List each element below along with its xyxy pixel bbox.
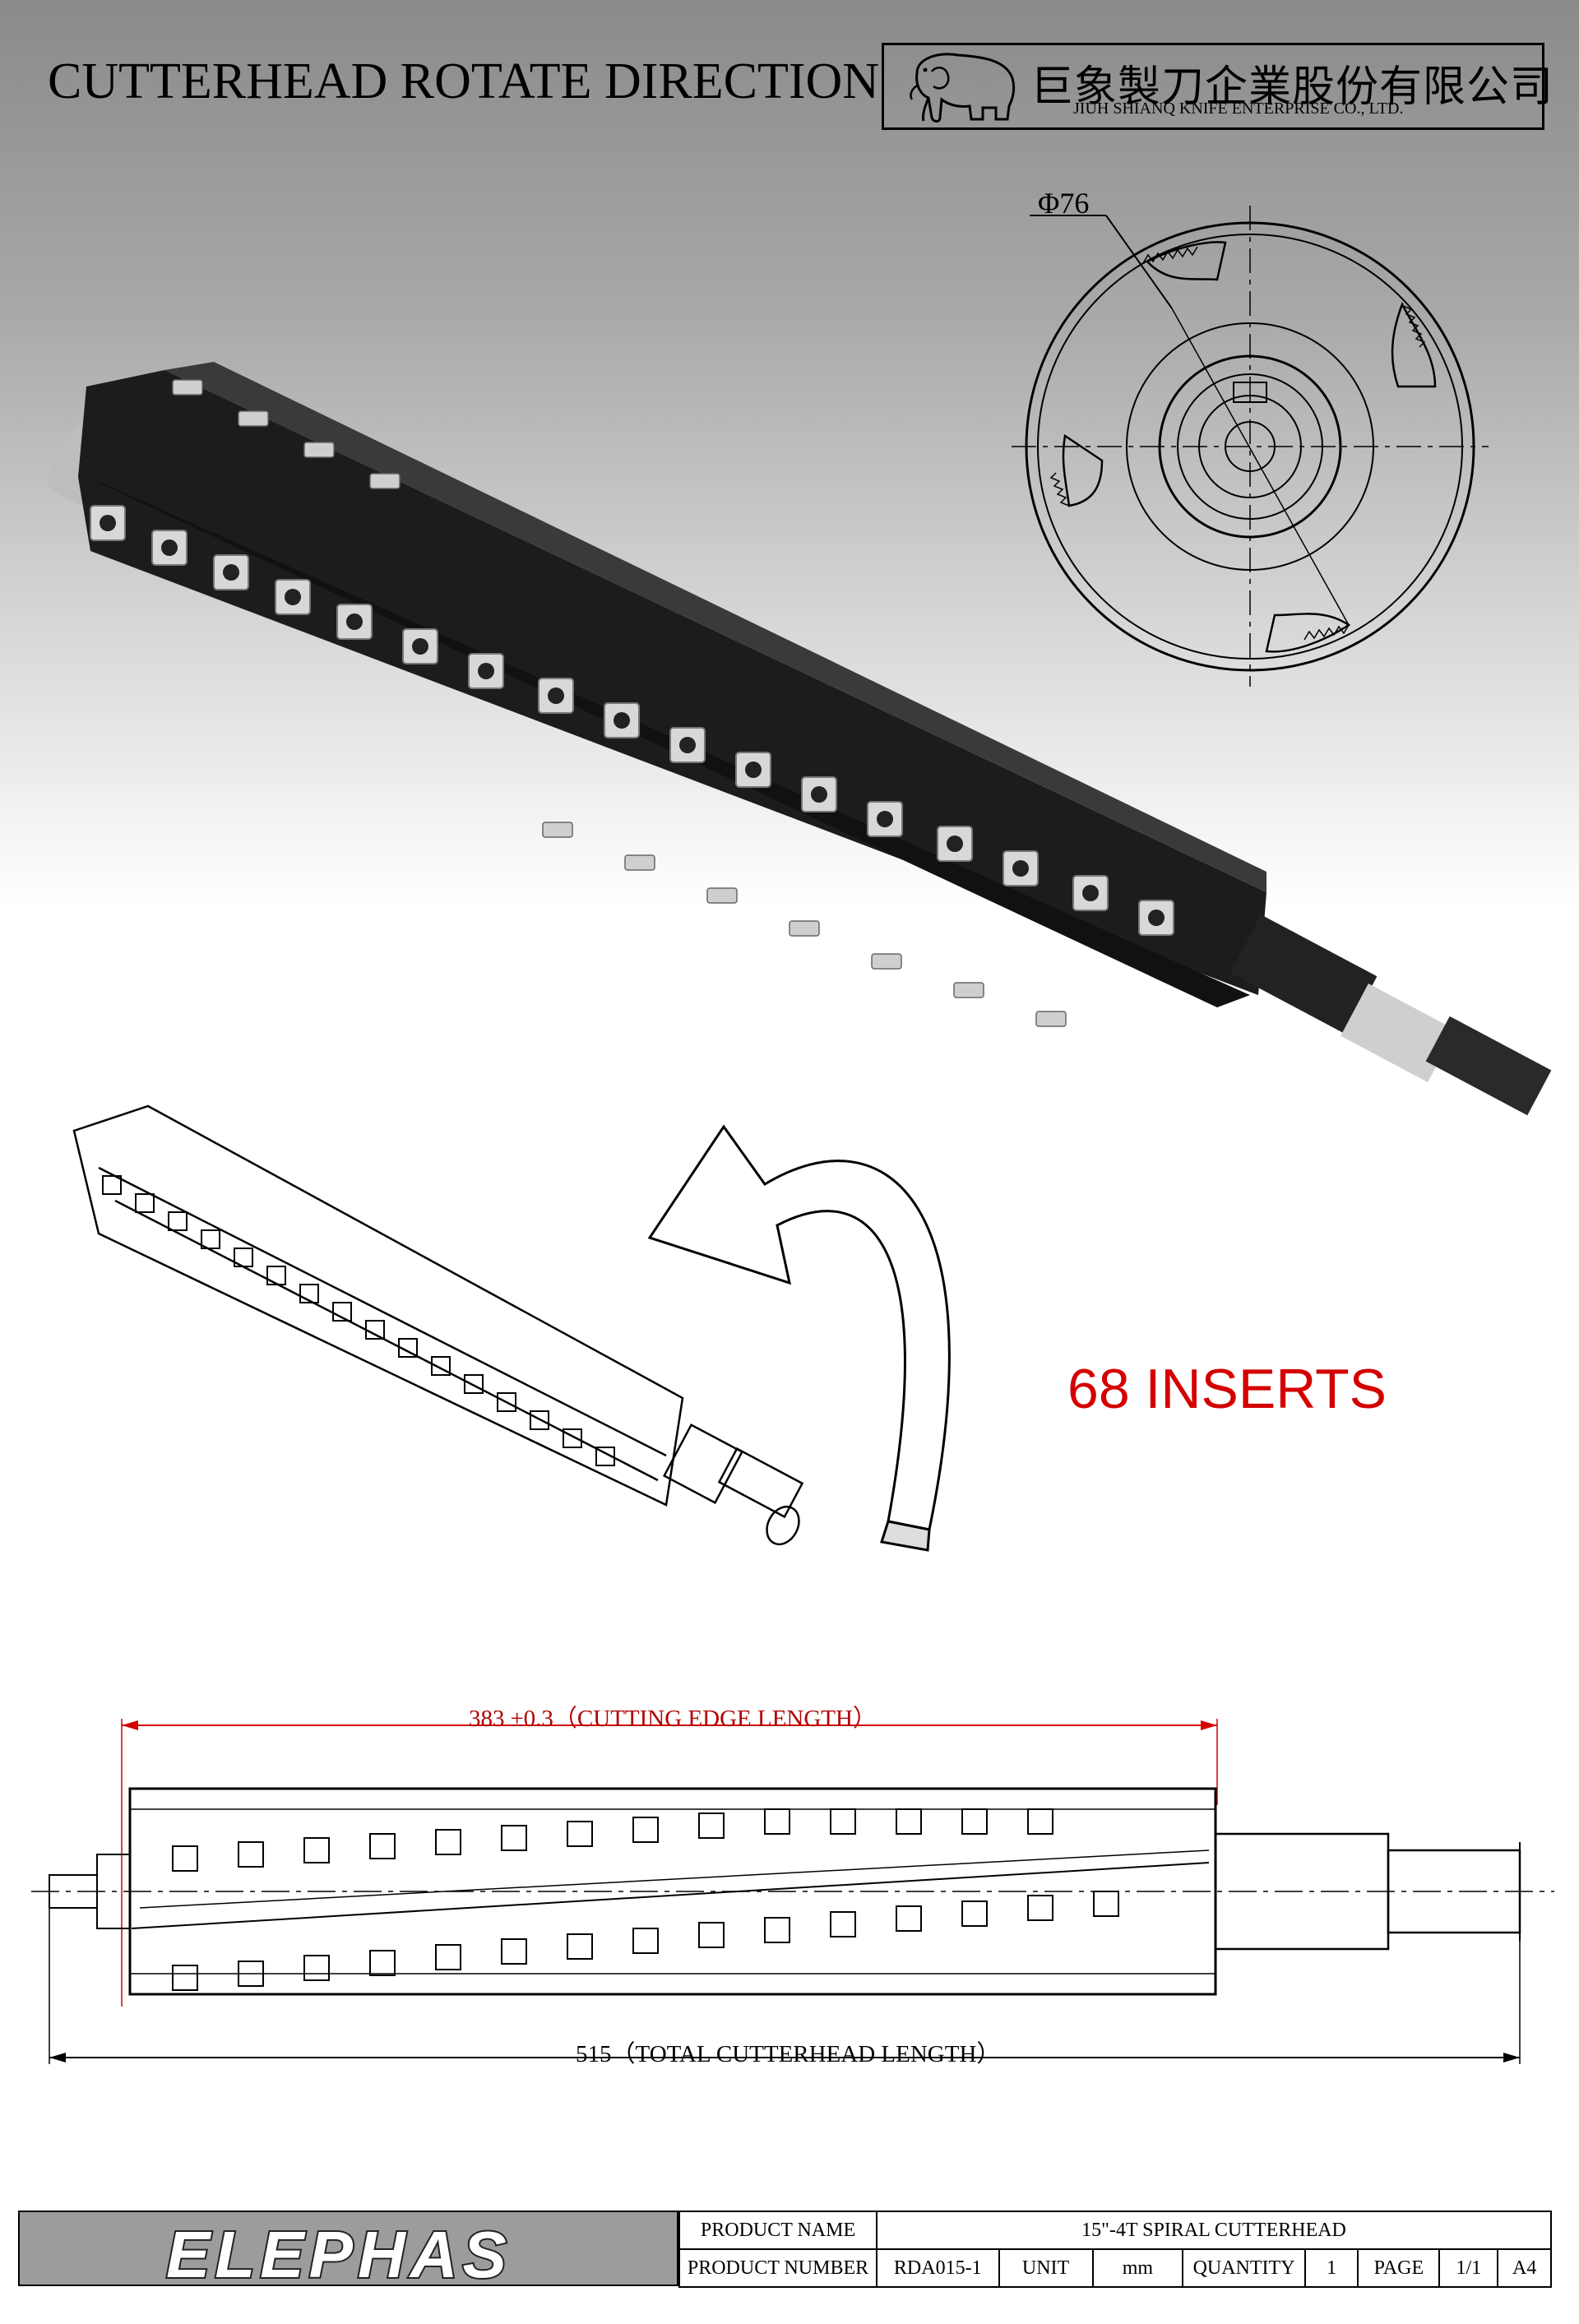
page-label: PAGE	[1357, 2248, 1441, 2288]
paper-size-value: A4	[1497, 2248, 1552, 2288]
total-length-dimension: 515（TOTAL CUTTERHEAD LENGTH）	[576, 2041, 1001, 2067]
brand-logo-cell: ELEPHAS	[18, 2211, 678, 2293]
company-name-chinese: 巨象製刀企業股份有限公司	[1030, 62, 1554, 112]
cutterhead-line-drawing	[72, 1104, 804, 1546]
unit-value: mm	[1091, 2248, 1184, 2288]
inserts-count-label: 68 INSERTS	[1067, 1358, 1387, 1420]
page-title: CUTTERHEAD ROTATE DIRECTION	[48, 53, 880, 109]
title-block-row-name: PRODUCT NAME 15"-4T SPIRAL CUTTERHEAD	[678, 2211, 1552, 2250]
company-name-english: JIUH SHIANQ KNIFE ENTERPRISE CO., LTD.	[1073, 100, 1404, 118]
end-view-drawing	[1012, 206, 1489, 687]
product-name-label: PRODUCT NAME	[678, 2211, 877, 2250]
product-number-label: PRODUCT NUMBER	[678, 2248, 877, 2288]
quantity-label: QUANTITY	[1182, 2248, 1306, 2288]
cutting-edge-dimension: 383 ±0.3（CUTTING EDGE LENGTH）	[469, 1706, 877, 1732]
company-header-box: 巨象製刀企業股份有限公司 JIUH SHIANQ KNIFE ENTERPRIS…	[882, 43, 1553, 130]
diameter-label: Φ76	[1038, 187, 1090, 220]
cutterhead-photo	[46, 362, 1552, 1116]
curved-arrow-icon	[647, 1124, 951, 1552]
front-elevation-drawing	[31, 1719, 1554, 2064]
title-block-table: PRODUCT NAME 15"-4T SPIRAL CUTTERHEAD PR…	[678, 2211, 1552, 2288]
elephant-icon	[910, 53, 1016, 123]
product-number-value: RDA015-1	[876, 2248, 1000, 2288]
product-name-value: 15"-4T SPIRAL CUTTERHEAD	[876, 2211, 1552, 2250]
unit-label: UNIT	[998, 2248, 1094, 2288]
page-value: 1/1	[1438, 2248, 1499, 2288]
title-block-row-details: PRODUCT NUMBER RDA015-1 UNIT mm QUANTITY…	[678, 2248, 1552, 2288]
quantity-value: 1	[1303, 2248, 1359, 2288]
brand-logo-text: ELEPHAS	[164, 2216, 512, 2293]
